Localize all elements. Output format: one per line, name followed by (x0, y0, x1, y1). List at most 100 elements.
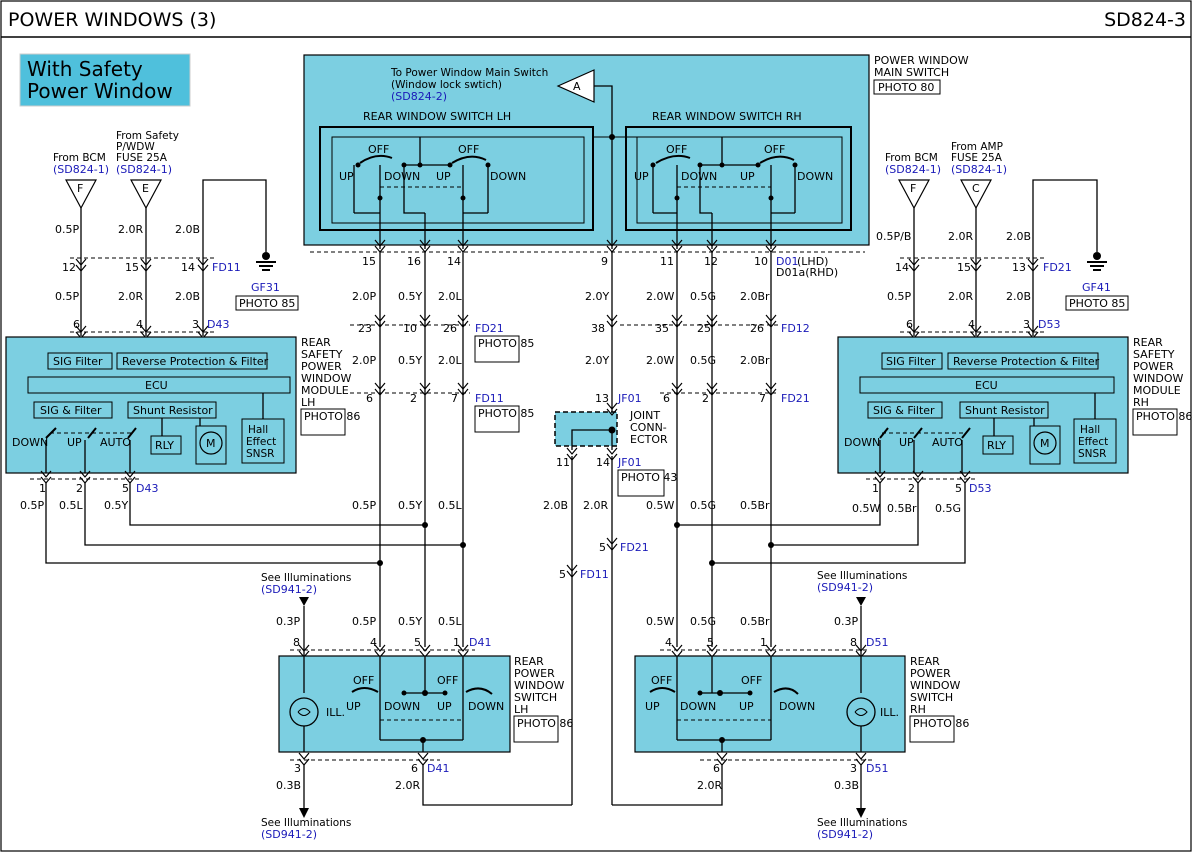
lh-pin-3: 3 (294, 762, 301, 775)
left-bcm-from: From BCM (53, 152, 106, 164)
right-mod-pin-3: 3 (1023, 318, 1030, 331)
rh-hall-2: Effect (1078, 436, 1108, 448)
left-mod-conn: D43 (207, 318, 229, 331)
rh-sw-down-2: DOWN (779, 700, 815, 713)
rh-pin-6: 6 (713, 762, 720, 775)
rh-switch-name-1: REAR (910, 655, 940, 668)
fd12-pin-25: 25 (697, 322, 711, 335)
rh-switch-name-4: SWITCH (910, 691, 953, 704)
fd21r-pin-7: 7 (759, 392, 766, 405)
left-fuse-letter: E (142, 182, 149, 195)
lh-rev: Reverse Protection & Filter (122, 355, 269, 368)
main-conn-lhd: (LHD) (797, 255, 828, 268)
fd21r-pin-2: 2 (702, 392, 709, 405)
left-wire-05p-b: 0.5P (55, 290, 79, 303)
fd12-connector: FD12 (781, 322, 810, 335)
lh-illum-top-ref: (SD941-2) (261, 583, 317, 596)
rh-motor: M (1040, 437, 1050, 450)
lh-illum-top: See Illuminations (261, 572, 351, 584)
rh-rly: RLY (987, 439, 1006, 452)
power-window-main-switch: POWER WINDOW MAIN SWITCH PHOTO 80 To Pow… (303, 54, 969, 249)
rh-illum-arrow-bottom (856, 808, 866, 818)
lh-pin-6: 6 (411, 762, 418, 775)
left-conn-14: 14 (181, 261, 195, 274)
fd21r-pin-6: 6 (663, 392, 670, 405)
main-pin-10: 10 (754, 255, 768, 268)
lh-motor: M (206, 437, 216, 450)
fd21-photo: PHOTO 85 (478, 337, 534, 350)
rh-mod-auto: AUTO (932, 436, 963, 449)
wire-20l-a: 2.0L (438, 290, 462, 303)
lh-down-1: DOWN (384, 170, 420, 183)
rh-module-photo: PHOTO 86 (1136, 410, 1192, 423)
right-conn-fd21: FD21 (1043, 261, 1072, 274)
left-bcm-flag (64, 179, 98, 210)
main-conn-d01: D01 (776, 255, 798, 268)
rh-shunt: Shunt Resistor (965, 404, 1045, 417)
joint-connector: 13 JF01 JOINT CONN- ECTOR 11 14 JF01 PHO… (554, 392, 677, 497)
lh-bwire-05p: 0.5P (20, 499, 44, 512)
rh-illum-top: See Illuminations (817, 570, 907, 582)
main-switch-photo: PHOTO 80 (878, 81, 934, 94)
fd21-photo-box (474, 335, 520, 363)
right-conn-14: 14 (895, 261, 909, 274)
fd11-pin-6: 6 (366, 392, 373, 405)
left-fuse-flag (129, 179, 163, 210)
rh-sw-down-1: DOWN (680, 700, 716, 713)
rh-pin-3: 3 (850, 762, 857, 775)
lh-wire-05l: 0.5L (438, 615, 462, 628)
lh-bwire-05y: 0.5Y (104, 499, 128, 512)
rh-module-name-5: MODULE (1133, 384, 1181, 397)
lh-sig-and: SIG & Filter (40, 404, 102, 417)
lh-mod-bpin-2: 2 (76, 482, 83, 495)
rh-switch-photo: PHOTO 86 (913, 717, 969, 730)
rh-pin-8: 8 (850, 636, 857, 649)
rear-switch-rh-label: REAR WINDOW SWITCH RH (652, 110, 802, 123)
rh-switch-name-3: WINDOW (910, 679, 960, 692)
to-main-switch-line2: (Window lock swtich) (391, 79, 502, 91)
wire-20p-b: 2.0P (352, 354, 376, 367)
lh-sw-up-1: UP (346, 700, 361, 713)
fd21-pin-5: 5 (599, 541, 606, 554)
rh-bwire-05br: 0.5Br (887, 502, 917, 515)
lh-pin-5: 5 (414, 636, 421, 649)
right-wire-20b-b: 2.0B (1006, 290, 1031, 303)
fd11-pin-2: 2 (410, 392, 417, 405)
left-fuse-l2: P/WDW (116, 141, 155, 153)
wire-20r-joint: 2.0R (583, 499, 608, 512)
rh-ecu-box (859, 376, 1115, 394)
rh-pin-5: 5 (707, 636, 714, 649)
rh-down-2: DOWN (797, 170, 833, 183)
rh-wire-05g: 0.5G (690, 615, 716, 628)
lh-switch-name-2: POWER (514, 667, 555, 680)
rh-module-photo-box (1132, 408, 1178, 436)
rear-power-window-switch-rh: OFF OFF UP DOWN UP DOWN ILL. (634, 655, 906, 753)
center-wire-05br: 0.5Br (740, 499, 770, 512)
rh-mod-bpin-5: 5 (955, 482, 962, 495)
right-conn-15: 15 (957, 261, 971, 274)
right-fuse-l2: FUSE 25A (951, 152, 1003, 164)
lh-switch-name-4: SWITCH (514, 691, 557, 704)
lh-ecu: ECU (145, 379, 168, 392)
lh-switch-photo: PHOTO 86 (517, 717, 573, 730)
rh-wire-03p: 0.3P (834, 615, 858, 628)
lh-hall-1: Hall (248, 424, 268, 436)
lh-up-1: UP (339, 170, 354, 183)
center-wire-05w: 0.5W (646, 499, 674, 512)
rh-rly-box (982, 435, 1014, 455)
lh-illum-bottom-ref: (SD941-2) (261, 828, 317, 841)
main-switch-title-2: MAIN SWITCH (874, 66, 949, 79)
left-mod-pin-6: 6 (73, 318, 80, 331)
left-fuse-l3: FUSE 25A (116, 152, 168, 164)
main-pin-15: 15 (362, 255, 376, 268)
lh-module-name-2: SAFETY (301, 348, 343, 361)
right-bcm-flag (897, 179, 931, 210)
right-ground-photo-box (1065, 295, 1129, 311)
rh-sw-off-1: OFF (651, 674, 672, 687)
lh-down-2: DOWN (490, 170, 526, 183)
lh-hall-box (241, 418, 285, 464)
left-ground-symbol (256, 252, 276, 271)
main-switch-photo-box (873, 79, 941, 95)
rh-switch-photo-box (909, 715, 955, 743)
